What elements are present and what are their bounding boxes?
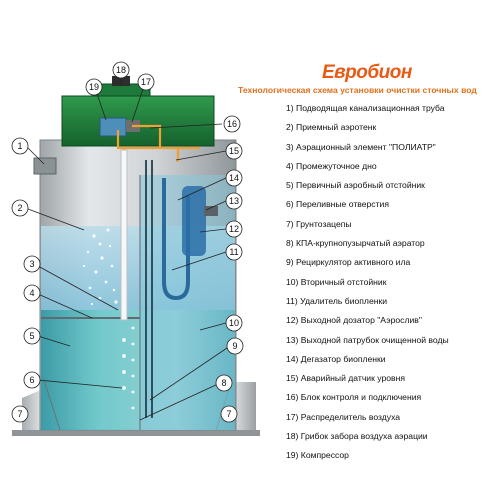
svg-text:15: 15: [229, 146, 239, 156]
callout-5: 5: [23, 327, 41, 345]
svg-text:6: 6: [29, 375, 34, 385]
biofilm-remover: [162, 178, 218, 301]
callout-10: 10: [225, 314, 243, 332]
legend-item: 5) Первичный аэробный отстойник: [286, 180, 425, 191]
legend-item: 3) Аэрационный элемент "ПОЛИАТР": [286, 141, 436, 152]
svg-text:5: 5: [29, 331, 34, 341]
bubbles: [82, 228, 135, 410]
svg-text:8: 8: [221, 378, 226, 388]
recirculator: [145, 160, 153, 418]
legend-list: 1) Подводящая канализационная труба 2) П…: [286, 99, 498, 466]
legend-item: 14) Дегазатор биопленки: [286, 353, 386, 364]
legend-item: 18) Грибок забора воздуха аэрации: [286, 431, 428, 442]
svg-text:7: 7: [17, 409, 22, 419]
svg-text:16: 16: [227, 119, 237, 129]
callout-15: 15: [225, 142, 243, 160]
legend-item: 11) Удалитель биопленки: [286, 295, 388, 306]
legend-item: 10) Вторичный отстойник: [286, 276, 387, 287]
legend-item: 13) Выходной патрубок очищенной воды: [286, 334, 449, 345]
svg-text:11: 11: [229, 247, 238, 257]
callout-16: 16: [223, 115, 241, 133]
svg-text:13: 13: [229, 196, 239, 206]
legend-item: 17) Распределитель воздуха: [286, 411, 401, 422]
callout-12: 12: [225, 220, 243, 238]
aeration-element: [120, 149, 128, 321]
green-lid: [61, 76, 215, 147]
callout-8: 8: [215, 374, 233, 392]
callout-9: 9: [226, 337, 244, 355]
svg-text:9: 9: [232, 341, 237, 351]
callout-14: 14: [225, 169, 243, 187]
callout-7-left: 7: [11, 405, 29, 423]
overflow-holes: [122, 338, 126, 390]
legend-item: 4) Промежуточное дно: [286, 160, 377, 171]
callout-6: 6: [23, 371, 41, 389]
callout-4: 4: [23, 284, 41, 302]
callout-7-right: 7: [220, 405, 238, 423]
legend-item: 8) КПА-крупнопузырчатый аэратор: [286, 238, 425, 249]
callout-18: 18: [112, 61, 130, 79]
callout-3: 3: [23, 255, 41, 273]
svg-text:12: 12: [229, 224, 239, 234]
inlet-pipe: [33, 157, 57, 175]
legend-item: 2) Приемный аэротенк: [286, 122, 377, 133]
legend-item: 9) Рециркулятор активного ила: [286, 257, 411, 268]
legend-item: 1) Подводящая канализационная труба: [286, 103, 445, 113]
svg-text:17: 17: [141, 77, 151, 87]
callout-11: 11: [225, 243, 243, 261]
callouts: 1 2 3 4 5 6 7 7 8 9 10 11 12 13 14 15 16…: [11, 61, 244, 423]
diagram-title: Технологическая схема установки очистки …: [238, 85, 477, 95]
svg-text:3: 3: [29, 259, 34, 269]
svg-text:10: 10: [229, 318, 239, 328]
callout-2: 2: [11, 199, 29, 217]
svg-text:14: 14: [229, 173, 239, 183]
legend-item: 15) Аварийный датчик уровня: [286, 373, 405, 384]
brand-logo: Евробион: [322, 62, 412, 83]
legend-item: 19) Компрессор: [286, 450, 349, 461]
leader-lines: [27, 79, 231, 421]
compressor: [99, 117, 140, 137]
callout-19: 19: [85, 78, 103, 96]
legend-item: 6) Переливные отверстия: [286, 199, 389, 210]
legend-item: 12) Выходной дозатор "Аэрослив": [286, 315, 422, 326]
svg-text:18: 18: [116, 65, 126, 75]
legend-item: 7) Грунтозацепы: [286, 218, 352, 229]
svg-text:7: 7: [226, 409, 231, 419]
svg-text:19: 19: [89, 82, 99, 92]
callout-17: 17: [137, 73, 155, 91]
legend-item: 16) Блок контроля и подключения: [286, 392, 422, 403]
callout-1: 1: [11, 137, 29, 155]
svg-text:2: 2: [17, 203, 22, 213]
svg-text:4: 4: [29, 288, 34, 298]
svg-text:1: 1: [17, 141, 22, 151]
callout-13: 13: [225, 192, 243, 210]
